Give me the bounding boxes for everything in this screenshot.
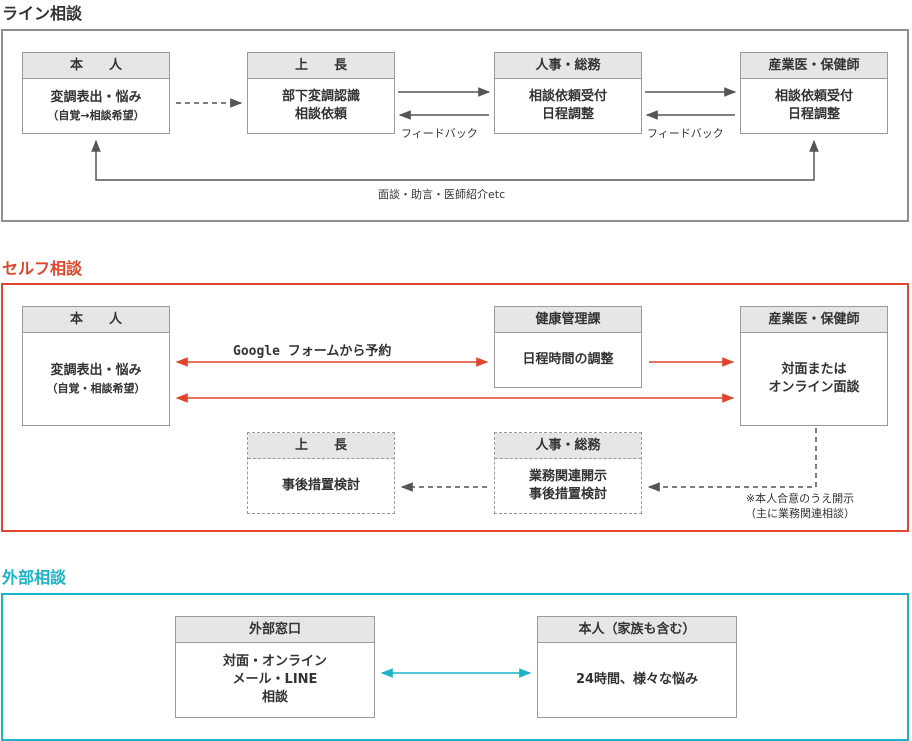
self-doctor-body1: 対面または [781,362,847,377]
self-note-line-1: ※本人合意のうえ開示 [745,492,855,505]
line-section-title: ライン相談 [2,4,83,23]
line-doctor-box: 産業医・保健師 相談依頼受付 日程調整 [740,52,888,134]
line-doctor-body1: 相談依頼受付 [774,89,853,104]
self-person-box: 本 人 変調表出・悩み （自覚・相談希望） [22,306,170,426]
line-person-head: 本 人 [23,53,169,79]
line-boss-box: 上 長 部下変調認識 相談依頼 [247,52,395,134]
self-health-box: 健康管理課 日程時間の調整 [494,306,642,388]
self-google-form-label: Google フォームから予約 [233,344,392,359]
external-person-body: 24時間、様々な悩み [575,672,699,687]
line-boss-head: 上 長 [248,53,394,79]
line-person-sub: （自覚→相談希望） [47,108,145,122]
self-section-title: セルフ相談 [2,259,83,278]
line-hr-head: 人事・総務 [495,53,641,79]
external-section-title: 外部相談 [2,568,67,587]
external-window-body3: 相談 [261,690,288,705]
line-hr-box: 人事・総務 相談依頼受付 日程調整 [494,52,642,134]
self-hr-body2: 事後措置検討 [528,487,607,502]
external-person-head: 本人（家族も含む） [538,617,736,643]
self-hr-head: 人事・総務 [495,433,641,459]
self-health-head: 健康管理課 [495,307,641,333]
self-disclosure-note: ※本人合意のうえ開示 （主に業務関連相談） [725,491,875,521]
external-person-box: 本人（家族も含む） 24時間、様々な悩み [537,616,737,718]
line-boss-body2: 相談依頼 [294,107,347,122]
self-person-sub: （自覚・相談希望） [46,381,146,395]
external-panel [1,593,909,741]
self-boss-body: 事後措置検討 [281,478,360,493]
external-window-head: 外部窓口 [176,617,374,643]
self-person-head: 本 人 [23,307,169,333]
line-hr-body2: 日程調整 [541,107,594,122]
self-boss-box: 上 長 事後措置検討 [247,432,395,514]
self-boss-head: 上 長 [248,433,394,459]
self-hr-body1: 業務関連開示 [528,469,607,484]
line-person-body: 変調表出・悩み [50,89,142,105]
line-doctor-head: 産業医・保健師 [741,53,887,79]
self-person-body: 変調表出・悩み [50,362,142,378]
line-hr-body1: 相談依頼受付 [528,89,607,104]
line-doctor-body2: 日程調整 [787,107,840,122]
external-window-body2: メール・LINE [232,672,318,687]
line-panel [1,29,909,222]
line-feedback-label-2: フィードバック [647,127,724,140]
self-doctor-head: 産業医・保健師 [741,307,887,333]
self-doctor-body2: オンライン面談 [768,380,860,395]
self-doctor-box: 産業医・保健師 対面または オンライン面談 [740,306,888,426]
external-window-body1: 対面・オンライン [222,654,327,669]
self-note-line-2: （主に業務関連相談） [745,507,855,520]
line-feedback-label-1: フィードバック [401,127,478,140]
self-panel [1,283,909,532]
line-bottom-label: 面談・助言・医師紹介etc [378,188,506,201]
external-window-box: 外部窓口 対面・オンライン メール・LINE 相談 [175,616,375,718]
self-hr-box: 人事・総務 業務関連開示 事後措置検討 [494,432,642,514]
line-boss-body1: 部下変調認識 [281,89,360,104]
line-person-box: 本 人 変調表出・悩み （自覚→相談希望） [22,52,170,134]
self-health-body: 日程時間の調整 [522,352,614,367]
